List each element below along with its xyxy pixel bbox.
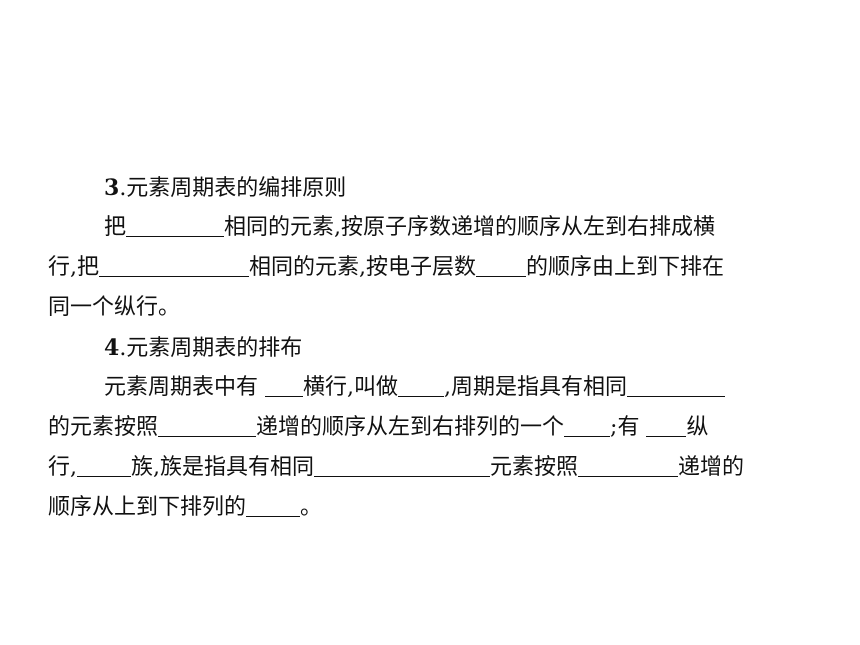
fill-blank[interactable] (126, 210, 225, 237)
fill-blank[interactable] (77, 450, 131, 477)
section-3-heading: 3.元素周期表的编排原则 (48, 168, 808, 208)
fill-blank[interactable] (246, 490, 301, 517)
section-4-title: .元素周期表的排布 (119, 336, 303, 361)
text: 递增的顺序从左到右排列的一个 (256, 415, 565, 440)
text: 递增的 (678, 455, 745, 480)
text: 同一个纵行。 (48, 295, 181, 320)
fill-blank[interactable] (265, 370, 303, 397)
text: 的元素按照 (48, 415, 159, 440)
section-4-line-3: 行, 族,族是指具有相同 元素按照 递增的 (48, 448, 808, 488)
section-4-line-2: 的元素按照 递增的顺序从左到右排列的一个 ;有 纵 (48, 408, 808, 448)
text: 行, (48, 455, 77, 480)
text: 把 (104, 215, 127, 240)
text: ;有 (610, 415, 647, 440)
text: 族,族是指具有相同 (131, 455, 314, 480)
fill-blank[interactable] (476, 250, 526, 277)
fill-blank[interactable] (99, 250, 249, 277)
text: 。 (300, 495, 323, 520)
fill-blank[interactable] (564, 410, 611, 437)
fill-blank[interactable] (578, 450, 679, 477)
text: 元素周期表中有 (104, 375, 265, 400)
section-4-line-4: 顺序从上到下排列的 。 (48, 488, 808, 528)
content: 3.元素周期表的编排原则 把 相同的元素,按原子序数递增的顺序从左到右排成横 行,… (48, 168, 808, 528)
text: 顺序从上到下排列的 (48, 495, 247, 520)
fill-blank[interactable] (314, 450, 490, 477)
fill-blank[interactable] (646, 410, 687, 437)
text: 横行,叫做 (303, 375, 398, 400)
text: 纵 (686, 415, 709, 440)
section-3-line-1: 把 相同的元素,按原子序数递增的顺序从左到右排成横 (48, 208, 808, 248)
text: 相同的元素,按电子层数 (249, 255, 476, 280)
fill-blank[interactable] (158, 410, 257, 437)
text: 元素按照 (490, 455, 579, 480)
text: ,周期是指具有相同 (444, 375, 627, 400)
text: 的顺序由上到下排在 (526, 255, 725, 280)
fill-blank[interactable] (398, 370, 444, 397)
text: 相同的元素,按原子序数递增的顺序从左到右排成横 (224, 215, 716, 240)
text: 行,把 (48, 255, 99, 280)
section-3-title: .元素周期表的编排原则 (119, 176, 347, 201)
fill-blank[interactable] (627, 370, 725, 397)
section-3-number: 3 (104, 175, 120, 201)
section-3-line-2: 行,把 相同的元素,按电子层数 的顺序由上到下排在 (48, 248, 808, 288)
section-4-line-1: 元素周期表中有 横行,叫做 ,周期是指具有相同 (48, 368, 808, 408)
section-3-line-3: 同一个纵行。 (48, 288, 808, 328)
section-4-number: 4 (104, 335, 120, 361)
section-4-heading: 4.元素周期表的排布 (48, 328, 808, 368)
